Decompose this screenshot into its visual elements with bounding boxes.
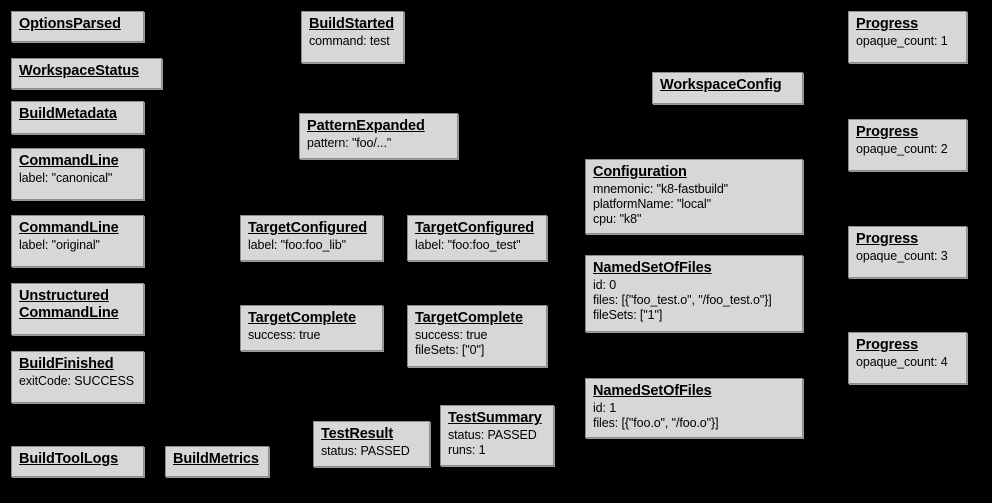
event-node-test-result[interactable]: TestResult status: PASSED <box>313 421 430 467</box>
event-node-fields: id: 0 files: [{"foo_test.o", "/foo_test.… <box>593 278 772 322</box>
event-node-target-complete-test[interactable]: TargetComplete success: true fileSets: ["… <box>407 305 547 367</box>
event-node-fields: success: true fileSets: ["0"] <box>415 328 488 357</box>
event-node-progress-1[interactable]: Progress opaque_count: 1 <box>848 11 967 63</box>
event-node-test-summary[interactable]: TestSummary status: PASSED runs: 1 <box>440 405 554 466</box>
event-node-fields: id: 1 files: [{"foo.o", "/foo.o"}] <box>593 401 719 430</box>
event-node-title: NamedSetOfFiles <box>593 383 712 399</box>
event-node-fields: opaque_count: 4 <box>856 355 948 369</box>
event-node-title: Unstructured CommandLine <box>19 288 119 321</box>
event-node-title: CommandLine <box>19 153 119 169</box>
event-node-title: BuildMetadata <box>19 106 117 122</box>
event-node-fields: opaque_count: 3 <box>856 249 948 263</box>
event-node-command-line-original[interactable]: CommandLine label: "original" <box>11 215 144 267</box>
event-node-unstructured-command-line[interactable]: Unstructured CommandLine <box>11 283 144 335</box>
event-node-fields: opaque_count: 2 <box>856 142 948 156</box>
event-node-build-tool-logs[interactable]: BuildToolLogs <box>11 446 144 477</box>
event-node-target-configured-foo-lib[interactable]: TargetConfigured label: "foo:foo_lib" <box>240 215 383 261</box>
event-node-fields: status: PASSED runs: 1 <box>448 428 537 457</box>
event-node-title: BuildMetrics <box>173 451 259 467</box>
event-node-workspace-config[interactable]: WorkspaceConfig <box>652 72 803 104</box>
event-node-title: NamedSetOfFiles <box>593 260 712 276</box>
event-node-target-configured-foo-test[interactable]: TargetConfigured label: "foo:foo_test" <box>407 215 547 261</box>
event-node-progress-4[interactable]: Progress opaque_count: 4 <box>848 332 967 384</box>
event-node-fields: success: true <box>248 328 321 342</box>
event-node-title: WorkspaceConfig <box>660 77 782 93</box>
event-node-target-complete-lib[interactable]: TargetComplete success: true <box>240 305 383 351</box>
event-node-pattern-expanded[interactable]: PatternExpanded pattern: "foo/..." <box>299 113 458 159</box>
event-node-title: OptionsParsed <box>19 16 121 32</box>
event-node-options-parsed[interactable]: OptionsParsed <box>11 11 144 42</box>
event-node-fields: status: PASSED <box>321 444 410 458</box>
event-node-named-set-of-files-0[interactable]: NamedSetOfFiles id: 0 files: [{"foo_test.… <box>585 255 803 332</box>
event-node-fields: pattern: "foo/..." <box>307 136 392 150</box>
event-node-title: BuildToolLogs <box>19 451 119 467</box>
event-node-title: TargetComplete <box>248 310 356 326</box>
event-node-fields: command: test <box>309 34 390 48</box>
event-node-title: BuildStarted <box>309 16 395 32</box>
event-node-title: Progress <box>856 16 919 32</box>
event-node-configuration[interactable]: Configuration mnemonic: "k8-fastbuild" pl… <box>585 159 803 234</box>
event-node-title: PatternExpanded <box>307 118 425 134</box>
event-node-fields: label: "canonical" <box>19 171 113 185</box>
event-node-build-finished[interactable]: BuildFinished exitCode: SUCCESS <box>11 351 144 403</box>
event-node-fields: label: "foo:foo_test" <box>415 238 521 252</box>
event-node-fields: label: "original" <box>19 238 100 252</box>
event-node-title: TargetConfigured <box>248 220 367 236</box>
event-node-title: Progress <box>856 124 919 140</box>
event-node-title: TargetConfigured <box>415 220 534 236</box>
event-node-fields: opaque_count: 1 <box>856 34 948 48</box>
event-node-title: Progress <box>856 231 919 247</box>
event-node-build-metrics[interactable]: BuildMetrics <box>165 446 269 477</box>
event-node-progress-3[interactable]: Progress opaque_count: 3 <box>848 226 967 278</box>
event-node-workspace-status[interactable]: WorkspaceStatus <box>11 58 162 89</box>
event-node-build-metadata[interactable]: BuildMetadata <box>11 101 144 134</box>
event-node-title: TestResult <box>321 426 394 442</box>
event-node-build-started[interactable]: BuildStarted command: test <box>301 11 404 63</box>
event-node-title: TargetComplete <box>415 310 523 326</box>
event-node-title: Progress <box>856 337 919 353</box>
event-node-title: Configuration <box>593 164 687 180</box>
event-node-progress-2[interactable]: Progress opaque_count: 2 <box>848 119 967 171</box>
event-node-title: TestSummary <box>448 410 542 426</box>
event-node-title: WorkspaceStatus <box>19 63 139 79</box>
event-node-named-set-of-files-1[interactable]: NamedSetOfFiles id: 1 files: [{"foo.o", "… <box>585 378 803 438</box>
event-node-command-line-canonical[interactable]: CommandLine label: "canonical" <box>11 148 144 200</box>
event-node-fields: mnemonic: "k8-fastbuild" platformName: "… <box>593 182 729 226</box>
event-node-fields: exitCode: SUCCESS <box>19 374 135 388</box>
event-node-title: CommandLine <box>19 220 119 236</box>
event-node-title: BuildFinished <box>19 356 114 372</box>
event-node-fields: label: "foo:foo_lib" <box>248 238 346 252</box>
